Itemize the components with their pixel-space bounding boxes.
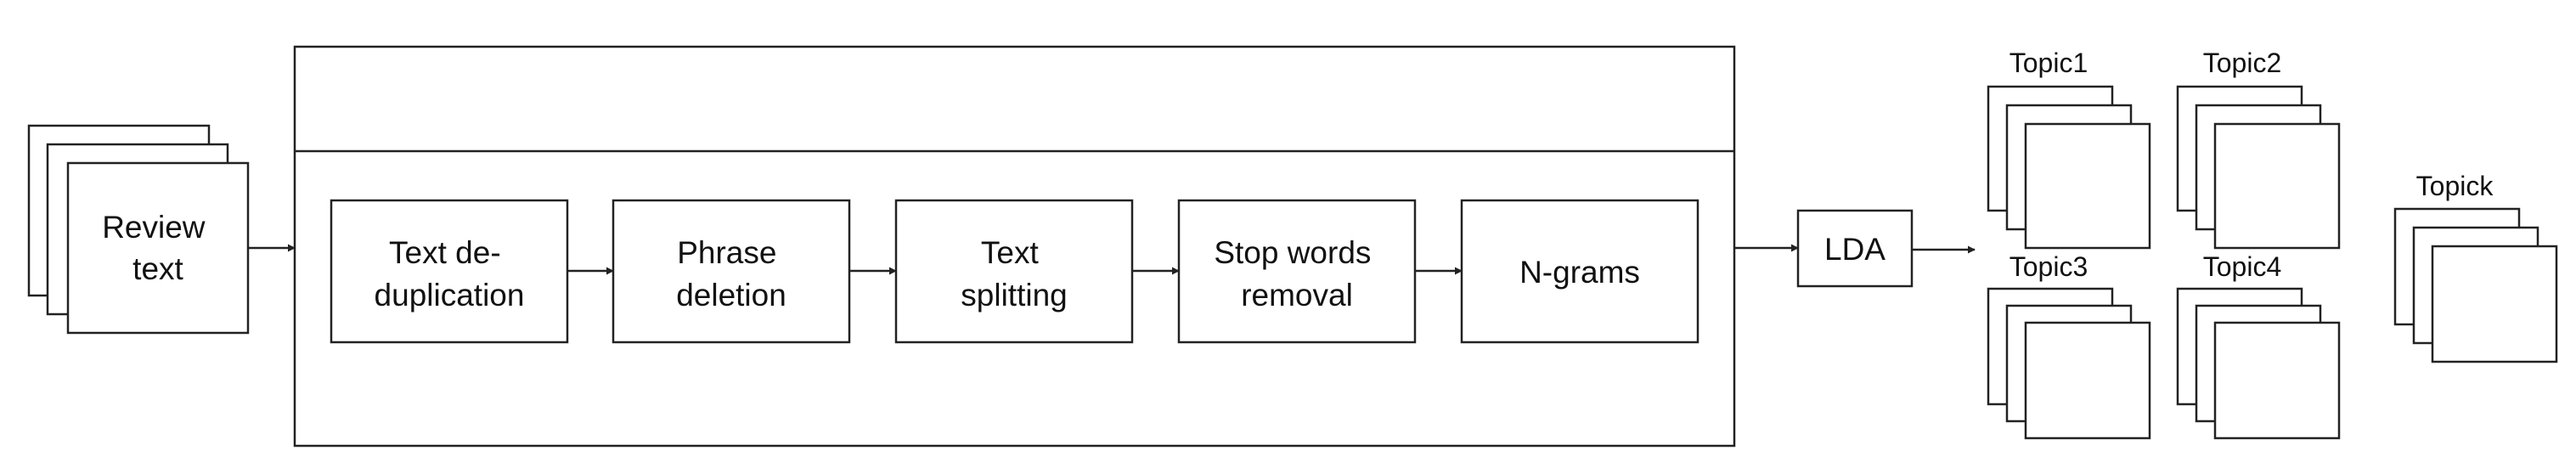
step-n-grams-label: N-grams xyxy=(1519,255,1640,290)
topic-3-sheet-front xyxy=(2024,321,2151,440)
preprocessing-frame xyxy=(293,45,1736,448)
review-text-label: Review text xyxy=(102,210,214,286)
topic-4-sheet-front xyxy=(2213,321,2341,440)
topic-1-stack: Topic1 xyxy=(1987,48,2151,250)
topic-2-stack: Topic2 xyxy=(2176,48,2341,250)
step-text-deduplication-label: Text de- duplication xyxy=(375,235,525,313)
step-phrase-deletion-label: Phrase deletion xyxy=(676,235,786,313)
step-text-deduplication: Text de- duplication xyxy=(330,199,569,344)
topic-3-label: Topic3 xyxy=(2010,251,2088,282)
step-text-splitting: Text splitting xyxy=(894,199,1134,344)
step-text-deduplication-box xyxy=(330,199,569,344)
step-n-grams: N-grams xyxy=(1460,199,1699,344)
topic-3-stack: Topic3 xyxy=(1987,251,2151,440)
step-text-splitting-box xyxy=(894,199,1134,344)
topic-1-sheet-front xyxy=(2024,122,2151,250)
step-stop-words-removal-label: Stop words removal xyxy=(1214,235,1379,313)
topic-k-sheet-front xyxy=(2431,245,2558,363)
topic-k-stack: Topick xyxy=(2393,171,2558,363)
step-stop-words-removal: Stop words removal xyxy=(1177,199,1417,344)
lda-model: LDA xyxy=(1796,209,1914,288)
topic-k-label: Topick xyxy=(2416,171,2494,201)
step-phrase-deletion-box xyxy=(612,199,851,344)
review-text-stack: Review text xyxy=(27,124,250,335)
step-stop-words-removal-box xyxy=(1177,199,1417,344)
topic-2-label: Topic2 xyxy=(2203,48,2282,78)
topic-2-sheet-front xyxy=(2213,122,2341,250)
doc-sheet-front xyxy=(66,161,250,335)
topic-4-label: Topic4 xyxy=(2203,251,2282,282)
step-text-splitting-label: Text splitting xyxy=(961,235,1067,313)
topic-4-stack: Topic4 xyxy=(2176,251,2341,440)
step-n-grams-box xyxy=(1460,199,1699,344)
preprocessing-outer-box xyxy=(293,45,1736,448)
lda-label: LDA xyxy=(1824,232,1885,267)
topic-1-label: Topic1 xyxy=(2010,48,2088,78)
step-phrase-deletion: Phrase deletion xyxy=(612,199,851,344)
lda-box xyxy=(1796,209,1914,288)
